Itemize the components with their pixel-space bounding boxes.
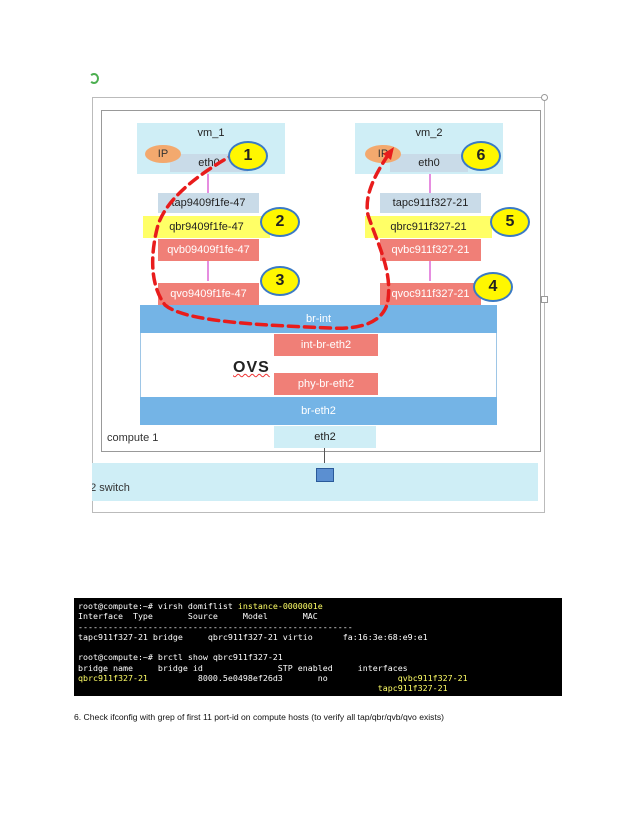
phy-br-eth2-port: phy-br-eth2 — [274, 373, 378, 395]
l2-switch-box — [92, 463, 538, 501]
vm1-ip-badge: IP — [145, 145, 181, 163]
right-qvo-interface: qvoc911f327-21 — [380, 283, 481, 305]
step-badge-2-label: 2 — [275, 213, 285, 230]
terminal-spacer — [78, 683, 378, 693]
vm1-title: vm_1 — [197, 127, 225, 139]
right-qvb-interface: qvbc911f327-21 — [380, 239, 481, 261]
terminal-instance-id: instance-0000001e — [237, 601, 323, 611]
terminal-bridge-name: qbrc911f327-21 — [78, 673, 148, 684]
terminal-line: Interface Type Source Model MAC — [78, 611, 318, 622]
vm2-eth0: eth0 — [390, 154, 468, 172]
terminal-bridge-details: 8000.5e0498ef26d3 no — [147, 673, 398, 684]
right-tap-label: tapc911f327-21 — [392, 197, 469, 209]
terminal-line — [78, 642, 558, 652]
step-badge-6: 6 — [461, 141, 501, 171]
terminal-line: root@compute:~# brctl show qbrc911f327-2… — [78, 652, 283, 663]
left-tap-label: tap9409f1fe-47 — [171, 197, 246, 209]
br-int-label: br-int — [305, 313, 332, 325]
right-qbr-bridge: qbrc911f327-21 — [365, 216, 492, 238]
step-badge-1-label: 1 — [243, 147, 253, 164]
bullet-marker-icon — [89, 73, 99, 84]
connector-line — [429, 261, 431, 281]
eth2-interface: eth2 — [274, 426, 376, 448]
eth2-label: eth2 — [314, 431, 336, 443]
step-caption: 6. Check ifconfig with grep of first 11 … — [74, 712, 445, 722]
br-eth2-bridge: br-eth2 — [140, 397, 497, 425]
outer-frame — [92, 97, 545, 513]
compute-host-box — [101, 110, 541, 452]
left-qvb-interface: qvb09409f1fe-47 — [158, 239, 259, 261]
vm2-eth0-label: eth0 — [418, 157, 440, 169]
terminal-interface: tapc911f327-21 — [377, 683, 448, 694]
outer-frame-handle-icon — [541, 296, 548, 303]
terminal-line: root@compute:~# virsh domiflist instance… — [78, 601, 558, 611]
step-badge-5-label: 5 — [505, 213, 515, 230]
step-badge-4: 4 — [473, 272, 513, 302]
terminal-output: root@compute:~# virsh domiflist instance… — [74, 598, 562, 696]
outer-frame-handle-icon — [541, 94, 548, 101]
terminal-line: ----------------------------------------… — [78, 621, 353, 632]
terminal-line: qbrc911f327-21 8000.5e0498ef26d3 no qvbc… — [78, 673, 558, 683]
terminal-line: bridge name bridge id STP enabled interf… — [78, 662, 408, 673]
step-badge-4-label: 4 — [488, 278, 498, 295]
vm2-title: vm_2 — [415, 127, 443, 139]
step-badge-1: 1 — [228, 141, 268, 171]
right-qvb-label: qvbc911f327-21 — [391, 244, 470, 256]
connector-line — [429, 174, 431, 194]
right-tap-interface: tapc911f327-21 — [380, 193, 481, 213]
traffic-path-line — [150, 150, 391, 330]
l2-switch-label: L2 switch — [84, 482, 130, 494]
br-eth2-label: br-eth2 — [301, 405, 336, 417]
step-badge-3: 3 — [260, 266, 300, 296]
connector-line — [207, 261, 209, 281]
switch-port-icon — [316, 468, 334, 482]
left-qvo-interface: qvo9409f1fe-47 — [158, 283, 259, 305]
traffic-arrow-icon — [383, 147, 394, 160]
int-br-eth2-port: int-br-eth2 — [274, 334, 378, 356]
left-tap-interface: tap9409f1fe-47 — [158, 193, 259, 213]
connector-line — [207, 174, 209, 194]
vm1-ip-label: IP — [157, 148, 169, 160]
terminal-line: tapc911f327-21 — [78, 683, 558, 693]
step-badge-3-label: 3 — [275, 272, 285, 289]
left-qvo-label: qvo9409f1fe-47 — [170, 288, 247, 300]
right-qvo-label: qvoc911f327-21 — [391, 288, 470, 300]
left-qvb-label: qvb09409f1fe-47 — [167, 244, 250, 256]
traffic-path — [150, 147, 394, 330]
compute-host-label: compute 1 — [107, 432, 159, 444]
ovs-label: OVS — [233, 359, 270, 376]
terminal-line: tapc911f327-21 bridge qbrc911f327-21 vir… — [78, 631, 428, 642]
left-qbr-label: qbr9409f1fe-47 — [169, 221, 244, 233]
step-badge-5: 5 — [490, 207, 530, 237]
right-qbr-label: qbrc911f327-21 — [390, 221, 467, 233]
step-badge-6-label: 6 — [476, 147, 486, 164]
terminal-interface: qvbc911f327-21 — [397, 673, 468, 684]
left-qbr-bridge: qbr9409f1fe-47 — [143, 216, 270, 238]
uplink-line — [324, 448, 325, 470]
step-badge-2: 2 — [260, 207, 300, 237]
terminal-prompt: root@compute:~# virsh domiflist — [78, 601, 238, 611]
phy-br-eth2-label: phy-br-eth2 — [297, 378, 355, 390]
int-br-eth2-label: int-br-eth2 — [300, 339, 352, 351]
